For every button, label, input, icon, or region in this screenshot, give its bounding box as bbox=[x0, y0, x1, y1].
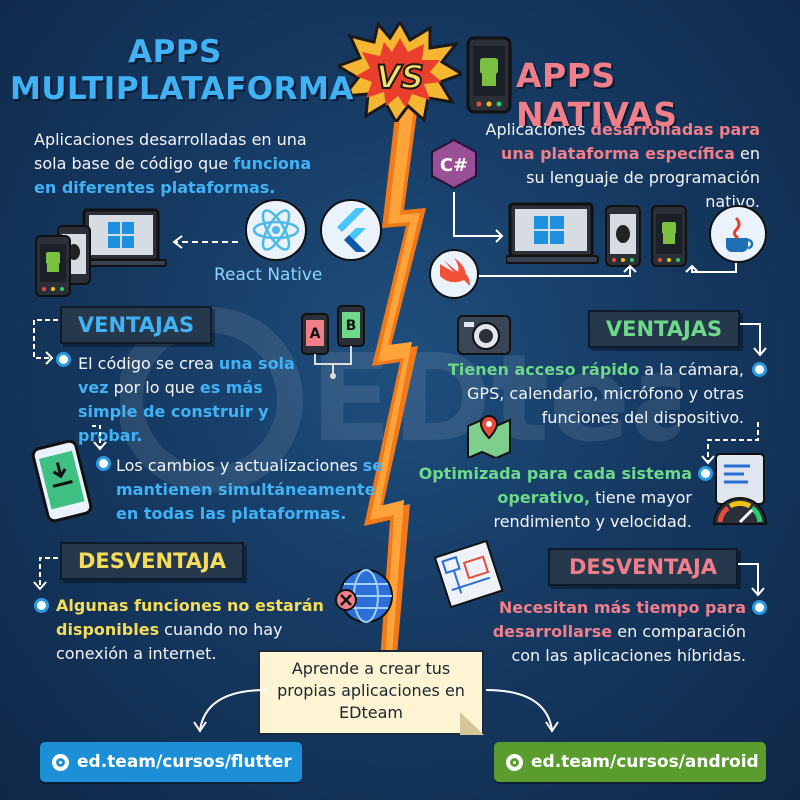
left-ventaja2-connector bbox=[92, 425, 107, 451]
left-desventaja-banner: DESVENTAJA bbox=[60, 542, 244, 580]
right-ventaja2-connector bbox=[701, 422, 759, 465]
title-line-multiplataforma: MULTIPLATAFORMA bbox=[10, 71, 354, 107]
right-desventaja-text: Necesitan más tiempo para desarrollarse … bbox=[480, 596, 746, 668]
right-intro-text: Aplicaciones desarrolladas para una plat… bbox=[480, 118, 760, 214]
right-desventaja-connector bbox=[738, 563, 765, 597]
camera-icon bbox=[457, 315, 511, 355]
left-ventaja2-text: Los cambios y actualizaciones se mantien… bbox=[116, 454, 392, 526]
right-desventaja-plain: en comparación con las aplicaciones híbr… bbox=[511, 622, 746, 665]
right-ventaja1-hl: Tienen acceso rápido bbox=[447, 360, 640, 379]
left-desventaja-hl: Algunas funciones no estarán disponibles bbox=[56, 596, 324, 639]
vs-label: VS bbox=[376, 58, 424, 96]
phone-update-icon bbox=[31, 440, 93, 522]
right-ventaja1-plain: a la cámara, GPS, calendario, micrófono … bbox=[467, 360, 744, 427]
multiplatform-devices-icon bbox=[35, 208, 167, 297]
left-ventaja1-hl2: es más simple de construir y probar. bbox=[78, 378, 269, 445]
flutter-icon bbox=[320, 199, 382, 261]
right-desventaja-hl: Necesitan más tiempo para desarrollarse bbox=[492, 598, 746, 641]
java-icon bbox=[709, 205, 767, 263]
right-ventaja1-text: Tienen acceso rápido a la cámara, GPS, c… bbox=[444, 358, 744, 430]
native-connector-lines bbox=[453, 192, 737, 277]
title-multiplataforma: APPS MULTIPLATAFORMA bbox=[10, 34, 354, 108]
svg-text:B: B bbox=[346, 318, 357, 334]
right-ventaja2-text: Optimizada para cada sistema operativo, … bbox=[410, 462, 692, 534]
react-icon bbox=[245, 199, 307, 261]
left-ventaja1-hl1: una sola vez bbox=[78, 354, 295, 397]
right-ventajas-connector bbox=[740, 323, 767, 357]
react-native-label: React Native bbox=[214, 265, 323, 285]
left-ventaja1-text: El código se crea una sola vez por lo qu… bbox=[78, 352, 300, 448]
left-ventaja1-plain2: por lo que bbox=[108, 378, 200, 397]
right-intro-plain1: Aplicaciones bbox=[485, 120, 591, 139]
native-devices-icon bbox=[506, 202, 687, 267]
left-ventaja2-plain: Los cambios y actualizaciones bbox=[116, 456, 363, 475]
ab-testing-icon: A B bbox=[301, 305, 365, 379]
left-ventajas-connector bbox=[33, 319, 58, 365]
right-ventaja1-bullet bbox=[752, 362, 767, 377]
left-desventaja-text: Algunas funciones no estarán disponibles… bbox=[56, 594, 346, 666]
left-intro-plain: Aplicaciones desarrolladas en una sola b… bbox=[34, 130, 307, 173]
vs-burst-icon: VS bbox=[338, 22, 462, 122]
right-ventaja2-hl: Optimizada para cada sistema operativo, bbox=[418, 464, 692, 507]
csharp-icon: C# bbox=[431, 138, 477, 190]
right-intro-highlight: desarrolladas para una plataforma especí… bbox=[500, 120, 760, 163]
left-ventaja1-plain1: El código se crea bbox=[78, 354, 219, 373]
right-desventaja-banner: DESVENTAJA bbox=[548, 548, 738, 586]
note-fold-corner bbox=[460, 712, 484, 735]
left-intro-highlight: funciona en diferentes plataformas. bbox=[34, 154, 312, 197]
arrow-to-flutter-icon bbox=[193, 689, 267, 733]
dashed-arrow-left-icon bbox=[172, 235, 238, 249]
left-ventaja1-bullet bbox=[56, 352, 71, 367]
android-phone-icon bbox=[466, 36, 512, 114]
svg-text:C#: C# bbox=[440, 155, 468, 176]
map-pin-icon bbox=[467, 414, 511, 458]
left-desventaja-bullet bbox=[34, 598, 49, 613]
right-ventaja2-bullet bbox=[698, 466, 713, 481]
edteam-logo-icon bbox=[52, 753, 69, 771]
globe-offline-icon bbox=[335, 569, 393, 623]
lightning-divider-icon bbox=[364, 90, 426, 690]
cta-note: Aprende a crear tus propias aplicaciones… bbox=[258, 650, 484, 735]
left-desventaja-plain: cuando no hay conexión a internet. bbox=[56, 620, 283, 663]
svg-text:A: A bbox=[310, 326, 321, 342]
flutter-course-link-label: ed.team/cursos/flutter bbox=[77, 752, 292, 772]
arrow-to-android-icon bbox=[485, 689, 559, 733]
left-intro-text: Aplicaciones desarrolladas en una sola b… bbox=[34, 128, 334, 200]
right-ventaja2-plain: tiene mayor rendimiento y velocidad. bbox=[493, 488, 692, 531]
flutter-course-link[interactable]: ed.team/cursos/flutter bbox=[40, 742, 302, 782]
performance-gauge-icon bbox=[712, 453, 768, 525]
blueprint-icon bbox=[434, 540, 504, 609]
android-course-link-label: ed.team/cursos/android bbox=[531, 752, 759, 772]
edteam-logo-icon bbox=[506, 753, 523, 771]
right-desventaja-bullet bbox=[752, 600, 767, 615]
android-course-link[interactable]: ed.team/cursos/android bbox=[494, 742, 766, 782]
swift-icon bbox=[429, 249, 479, 299]
left-ventajas-banner: VENTAJAS bbox=[60, 306, 212, 344]
left-ventaja2-bullet bbox=[96, 456, 111, 471]
left-desventaja-connector bbox=[33, 557, 58, 591]
title-line-apps: APPS bbox=[128, 34, 222, 70]
left-ventaja2-hl: se mantienen simultáneamente en todas la… bbox=[116, 456, 384, 523]
title-nativas: APPS NATIVAS bbox=[516, 56, 678, 134]
right-ventajas-banner: VENTAJAS bbox=[588, 310, 740, 348]
